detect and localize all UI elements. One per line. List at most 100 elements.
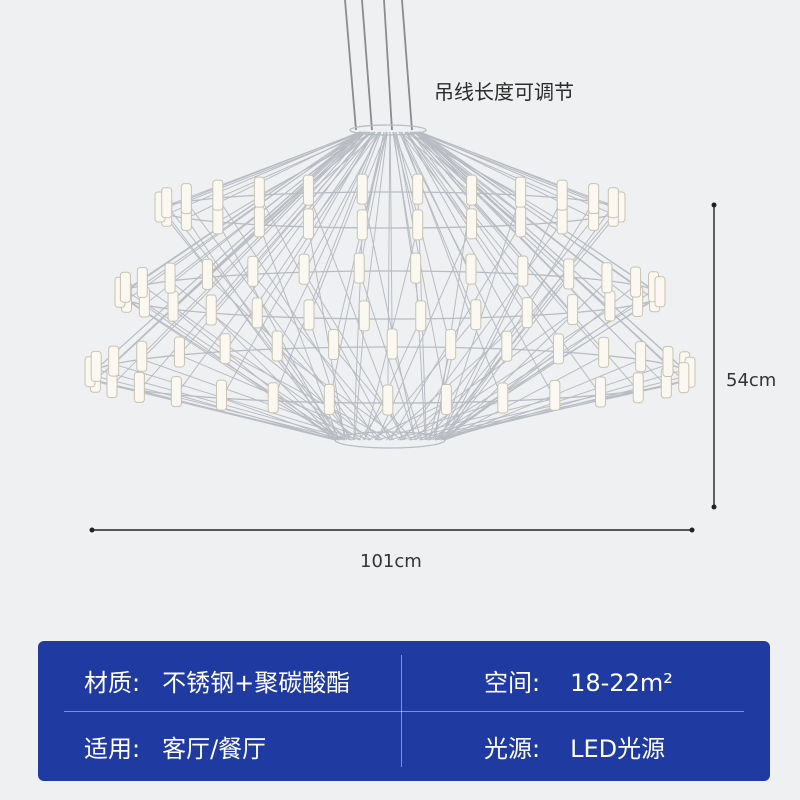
spec-material-value: 不锈钢+聚碳酸酯 [162, 669, 351, 697]
led-tube [253, 206, 265, 238]
frame-rod [144, 131, 364, 306]
led-tube [136, 340, 148, 372]
frame-rod [207, 131, 371, 278]
led-tube [356, 209, 368, 241]
frame-rod [217, 197, 378, 441]
suspension-cable [383, 0, 393, 131]
suspension-cables [344, 0, 413, 131]
spec-light-source: 光源:LED光源 [484, 729, 665, 764]
frame-rod [404, 131, 524, 275]
height-dimension-dot-bottom [711, 504, 717, 510]
frame-rod [113, 131, 363, 365]
led-tube [440, 384, 452, 416]
frame-rod [444, 280, 608, 441]
frame-rod [408, 308, 611, 441]
frame-rod [398, 131, 472, 273]
frame-rod [142, 285, 362, 441]
frame-rod [111, 131, 363, 386]
led-tube [549, 379, 561, 411]
led-tube [466, 208, 478, 240]
dimension-lines [89, 202, 717, 533]
frame-rod [406, 131, 559, 353]
led-tube [604, 290, 616, 322]
led-tube [219, 333, 231, 365]
canopy-ring [349, 124, 427, 136]
spec-space: 空间:18-22m² [484, 663, 673, 698]
led-tube [205, 294, 217, 326]
frame-rod [224, 351, 392, 441]
frame-rod [166, 131, 362, 207]
led-tube [412, 173, 424, 205]
led-tube [353, 252, 365, 284]
led-tube [303, 299, 315, 331]
frame-rod [389, 131, 393, 348]
frame-rod [401, 131, 508, 350]
frame-rod [111, 385, 337, 441]
led-tube [180, 183, 192, 215]
led-tube [302, 174, 314, 206]
spec-panel: 材质:不锈钢+聚碳酸酯 空间:18-22m² 适用: 客厅/餐厅 光源:LED光源 [38, 641, 770, 781]
frame-rod [272, 400, 344, 441]
led-tube [201, 258, 213, 290]
frame-rod [444, 359, 641, 441]
led-tube [556, 179, 568, 211]
frame-rod [392, 131, 417, 272]
frame-rod [444, 197, 563, 441]
led-tube [521, 297, 533, 329]
frame-rod [179, 354, 381, 441]
frame-rod [354, 318, 365, 441]
frame-rod [125, 131, 361, 291]
frame-rod [95, 131, 361, 381]
led-tube [635, 341, 647, 373]
led-tube [298, 253, 310, 285]
height-dimension-dot-top [711, 202, 717, 208]
frame-rod [333, 347, 413, 441]
frame-rod [113, 363, 361, 441]
led-tube [382, 384, 394, 416]
led-tube [410, 252, 422, 284]
spec-material: 材质:不锈钢+聚碳酸酯 [84, 663, 350, 698]
frame-rod [391, 346, 422, 441]
led-tube [170, 376, 182, 408]
led-lights [84, 173, 696, 416]
frame-rod [276, 348, 403, 441]
frame-rod [308, 317, 348, 441]
frame-rod [429, 347, 452, 441]
led-tube [386, 328, 398, 360]
row-divider [64, 711, 744, 712]
led-tube [470, 299, 482, 331]
frame-rod [419, 131, 661, 296]
frame-rod [210, 312, 338, 441]
led-tube [323, 383, 335, 415]
height-label: 54cm [726, 370, 777, 391]
spec-application-value: 客厅/餐厅 [162, 735, 267, 763]
led-tube [595, 376, 607, 408]
led-tube [466, 174, 478, 206]
led-tube [515, 206, 527, 238]
led-tube [497, 382, 509, 414]
frame-rod [419, 131, 685, 382]
frame-rod [224, 131, 374, 352]
frame-rod [95, 131, 361, 370]
column-divider [401, 655, 402, 767]
frame-rod [119, 294, 345, 441]
led-tube [415, 300, 427, 332]
led-tube [662, 345, 674, 377]
frame-rod [374, 317, 477, 441]
suspension-cable [401, 0, 413, 131]
frame-rod [363, 131, 388, 319]
frame-rod [276, 131, 380, 350]
led-tube [251, 297, 263, 329]
led-tube [119, 271, 131, 303]
spec-application-label: 适用: [84, 735, 141, 763]
led-tube [136, 266, 148, 298]
width-dimension-dot-left [89, 527, 95, 533]
frame-rod [435, 374, 691, 441]
led-tube [412, 209, 424, 241]
frame-rod [412, 131, 563, 199]
led-tube [328, 328, 340, 360]
width-label: 101cm [360, 551, 422, 572]
frame-rod [399, 131, 477, 318]
cable-length-note: 吊线长度可调节 [434, 80, 574, 104]
